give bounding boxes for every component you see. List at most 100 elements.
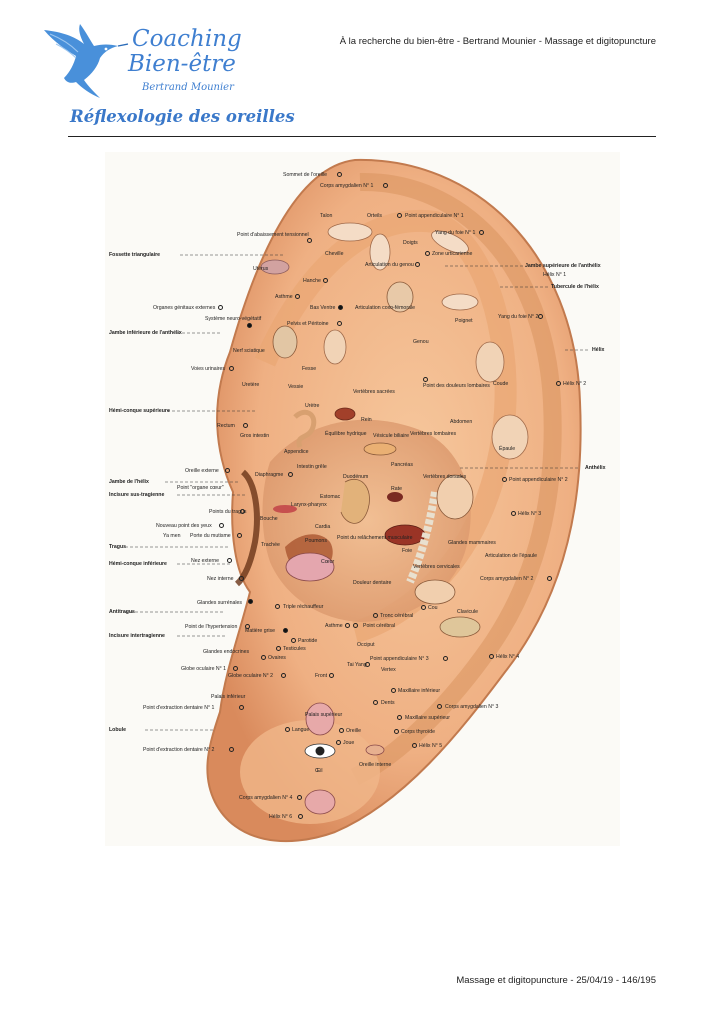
point-label: Point d'abaissement tensionnel: [237, 232, 309, 238]
label-tragus: Tragus: [109, 544, 127, 550]
point-marker: [276, 646, 281, 651]
brand-author: Bertrand Mounier: [142, 82, 234, 93]
point-label: Point cérébral: [363, 623, 396, 629]
point-label: Appendice: [284, 449, 309, 455]
point-marker: [338, 305, 343, 310]
pelvis-drawing: [272, 325, 298, 359]
point-label: Tronc cérébral: [380, 613, 414, 619]
point-marker: [502, 477, 507, 482]
point-marker: [281, 673, 286, 678]
point-label: Système neuro-végétatif: [205, 316, 262, 322]
elbow-drawing: [475, 341, 505, 383]
point-label: Diaphragme: [255, 472, 284, 478]
point-marker: [218, 305, 223, 310]
point-label: Point d'extraction dentaire N° 1: [143, 705, 215, 711]
point-label: Intestin grêle: [297, 464, 327, 470]
point-marker: [283, 628, 288, 633]
point-label: Front: [315, 673, 328, 679]
point-label: Hélix N° 2: [563, 381, 587, 387]
point-marker: [415, 262, 420, 267]
point-marker: [423, 377, 428, 382]
point-marker: [323, 278, 328, 283]
point-marker: [248, 599, 253, 604]
stomach-drawing: [340, 479, 370, 524]
point-marker: [353, 623, 358, 628]
point-marker: [297, 795, 302, 800]
point-label: Maxillaire supérieur: [405, 715, 450, 721]
point-label: Matière grise: [245, 628, 275, 634]
point-marker: [239, 705, 244, 710]
label-helix: Hélix: [592, 347, 605, 353]
point-marker: [298, 814, 303, 819]
point-label: Épaule: [499, 446, 516, 452]
point-marker: [443, 656, 448, 661]
point-marker: [425, 251, 430, 256]
buttock-drawing: [323, 329, 347, 365]
intestine-drawing: [293, 409, 317, 448]
point-marker: [511, 511, 516, 516]
point-label: Occiput: [357, 642, 375, 648]
point-label: Glandes surrénales: [197, 600, 242, 606]
label-antitragus: Antitragus: [109, 609, 135, 615]
point-label: Fesse: [302, 366, 317, 372]
point-label: Corps thyroïde: [401, 729, 436, 735]
point-label: Joue: [343, 740, 355, 746]
mouth-upper-drawing: [305, 702, 335, 736]
point-label: Tai Yang: [347, 662, 367, 668]
point-marker: [336, 740, 341, 745]
point-marker: [239, 576, 244, 581]
hummingbird-icon: [44, 24, 129, 98]
point-label: Nez externe: [191, 558, 219, 564]
point-label: Vertex: [381, 667, 396, 673]
point-marker: [229, 747, 234, 752]
title-divider: [68, 136, 656, 137]
point-label: Trachée: [261, 542, 280, 548]
point-label: Vertèbres lombaires: [410, 431, 457, 437]
label-hemi-conque-superieure: Hémi-conque supérieure: [109, 408, 170, 414]
point-marker: [437, 704, 442, 709]
point-label: Point appendiculaire N° 1: [405, 213, 464, 219]
point-marker: [337, 172, 342, 177]
point-label: Palais supérieur: [305, 712, 343, 718]
point-marker: [227, 558, 232, 563]
point-label: Rein: [361, 417, 372, 423]
point-label: Nez interne: [207, 576, 234, 582]
point-label: Articulation de l'épaule: [485, 553, 538, 559]
point-label: Corps amygdalien N° 2: [480, 576, 534, 582]
point-marker: [247, 323, 252, 328]
point-label: Parotide: [298, 638, 318, 644]
point-marker: [243, 423, 248, 428]
point-label: Globe oculaire N° 2: [228, 673, 274, 679]
point-label: Nerf sciatique: [233, 348, 265, 354]
point-label: Point "organe cœur": [177, 485, 224, 491]
label-incisure-sus-tragienne: Incisure sus-tragienne: [109, 492, 165, 498]
point-label: Urètre: [305, 403, 320, 409]
point-label: Glandes endocrines: [203, 649, 250, 655]
hand-drawing: [431, 230, 469, 254]
point-label: Hélix N° 4: [496, 654, 520, 660]
point-marker: [237, 533, 242, 538]
head-drawing: [436, 474, 474, 520]
point-label: Glandes mammaires: [448, 540, 496, 546]
spine-drawing: [406, 491, 439, 584]
point-label: Ya men: [163, 533, 181, 539]
point-label: Langue: [292, 727, 310, 733]
page-title: Réflexologie des oreilles: [70, 107, 295, 126]
wrist-drawing: [441, 293, 479, 311]
mouth-lower-drawing: [304, 789, 336, 815]
point-marker: [412, 743, 417, 748]
foot-drawing: [327, 222, 373, 242]
point-marker: [397, 715, 402, 720]
point-label: Dents: [381, 700, 395, 706]
point-label: Vertèbres sacrées: [353, 389, 395, 395]
point-label: Équilibre hydrique: [325, 431, 367, 437]
label-jambe-inferieure-anthelix: Jambe inférieure de l'anthélix: [109, 330, 182, 336]
point-marker: [383, 183, 388, 188]
point-label: Pancréas: [391, 462, 413, 468]
point-marker: [245, 624, 250, 629]
point-label: Point appendiculaire N° 2: [509, 477, 568, 483]
label-jambe-helix: Jambe de l'hélix: [109, 479, 149, 485]
point-label: Testicules: [283, 646, 306, 652]
point-marker: [329, 673, 334, 678]
ear-reflexology-figure: Fossette triangulaire Jambe inférieure d…: [105, 152, 620, 846]
